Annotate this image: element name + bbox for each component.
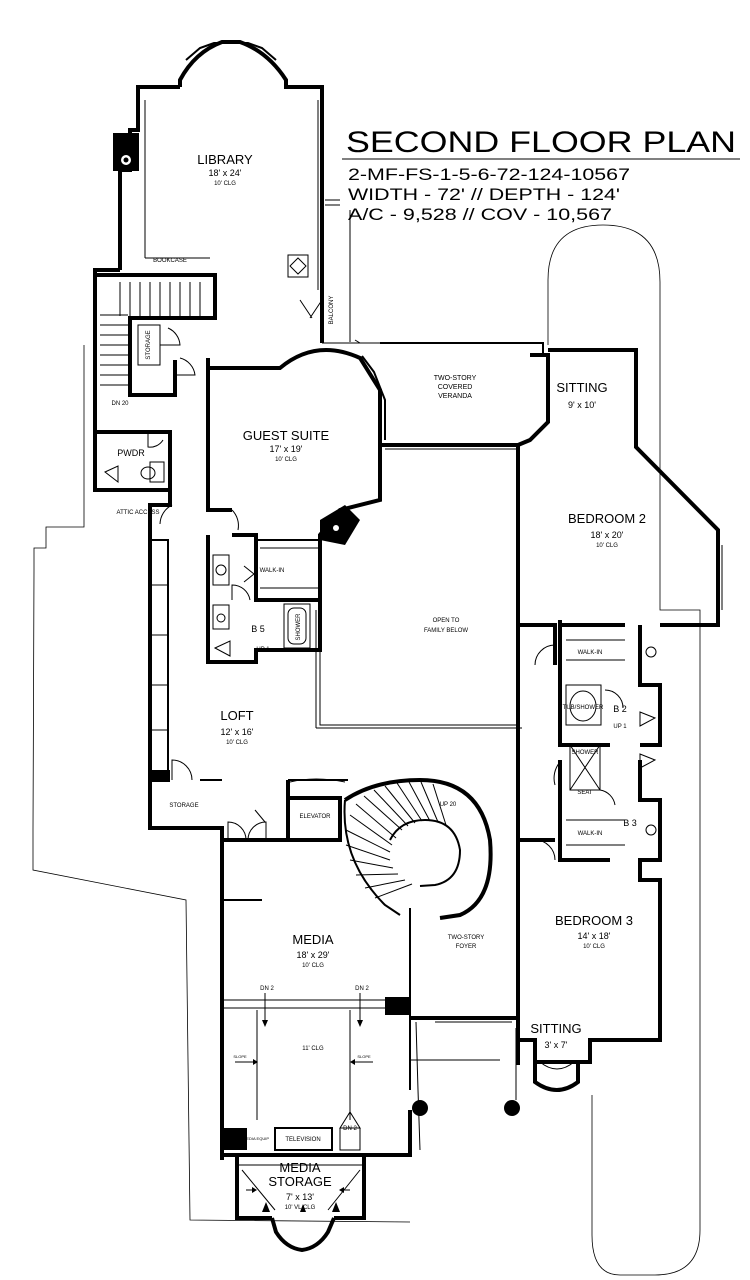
walkin-b2-label: WALK-IN bbox=[578, 650, 603, 656]
shower-b3-label: SHOWER bbox=[572, 750, 600, 756]
dn-media-right-label: DN 2 bbox=[355, 986, 369, 992]
library-name: LIBRARY bbox=[197, 152, 253, 167]
bedroom3-ceiling: 10' CLG bbox=[583, 944, 605, 950]
foyer-line1: TWO-STORY bbox=[448, 935, 484, 941]
media-storage-ceiling: 10' VL CLG bbox=[285, 1205, 316, 1211]
veranda-line2: COVERED bbox=[438, 384, 473, 391]
television-label: TELEVISION bbox=[285, 1137, 320, 1143]
media-storage-walls bbox=[235, 1155, 366, 1253]
open-to-line1: OPEN TO bbox=[433, 618, 460, 624]
dn-media-left-label: DN 2 bbox=[260, 986, 274, 992]
room-labels: LIBRARY 18' x 24' 10' CLG GUEST SUITE 17… bbox=[197, 152, 646, 1211]
library-ceiling: 10' CLG bbox=[214, 181, 236, 187]
guest-suite-ceiling: 10' CLG bbox=[275, 457, 297, 463]
sitting-upper-name: SITTING bbox=[556, 380, 607, 395]
bedroom2-ceiling: 10' CLG bbox=[596, 543, 618, 549]
up-stair-label: UP 20 bbox=[440, 802, 457, 808]
plan-title: SECOND FLOOR PLAN bbox=[346, 126, 736, 159]
shower-guest-label: SHOWER bbox=[296, 613, 302, 641]
stair-foyer bbox=[343, 777, 520, 1151]
veranda-line3: VERANDA bbox=[438, 393, 472, 400]
media-storage-size: 7' x 13' bbox=[286, 1192, 314, 1202]
pwdr-label: PWDR bbox=[117, 448, 145, 458]
foyer-line2: FOYER bbox=[456, 944, 477, 950]
bedroom2-walls bbox=[516, 348, 723, 840]
title-block: SECOND FLOOR PLAN 2-MF-FS-1-5-6-72-124-1… bbox=[342, 126, 740, 224]
media-walls bbox=[220, 899, 412, 1160]
balcony-label: BALCONY bbox=[329, 296, 335, 325]
media-ceiling: 10' CLG bbox=[302, 963, 324, 969]
bedroom2-name: BEDROOM 2 bbox=[568, 511, 646, 526]
slope-left-label: SLOPE bbox=[233, 1054, 247, 1059]
sitting-lower-size: 3' x 7' bbox=[545, 1040, 568, 1050]
plan-dimensions: WIDTH - 72' // DEPTH - 124' bbox=[348, 185, 620, 204]
b3-label: B 3 bbox=[623, 818, 637, 828]
bookcase-label: BOOKCASE bbox=[153, 258, 187, 264]
b5-label: B 5 bbox=[251, 624, 265, 634]
loft-size: 12' x 16' bbox=[221, 727, 254, 737]
minor-labels: PWDR STORAGE STORAGE ATTIC ACCESS WALK-I… bbox=[111, 258, 636, 1143]
bedroom3-walls bbox=[518, 620, 662, 1092]
seat-label: SEAT bbox=[577, 790, 593, 796]
media-size: 18' x 29' bbox=[297, 950, 330, 960]
slope-right-label: SLOPE bbox=[357, 1054, 371, 1059]
elevator-label: ELEVATOR bbox=[299, 814, 331, 820]
tub-shower-label: TUB/SHOWER bbox=[563, 705, 604, 711]
up-b2-label: UP 1 bbox=[613, 724, 627, 730]
veranda-line1: TWO-STORY bbox=[434, 375, 477, 382]
library-walls bbox=[113, 40, 340, 343]
plan-code: 2-MF-FS-1-5-6-72-124-10567 bbox=[348, 165, 630, 184]
dn-stair-label: DN 20 bbox=[111, 401, 129, 407]
open-to-walls bbox=[315, 445, 522, 729]
loft-ceiling: 10' CLG bbox=[226, 740, 248, 746]
loft-walls bbox=[148, 490, 348, 1160]
upper-left-block bbox=[93, 268, 217, 492]
b2-label: B 2 bbox=[613, 704, 627, 714]
sitting-upper-size: 9' x 10' bbox=[568, 400, 596, 410]
bedroom3-size: 14' x 18' bbox=[578, 931, 611, 941]
loft-name: LOFT bbox=[220, 708, 253, 723]
bedroom2-size: 18' x 20' bbox=[591, 530, 624, 540]
bedroom3-name: BEDROOM 3 bbox=[555, 913, 633, 928]
media-storage-line2: STORAGE bbox=[268, 1174, 332, 1189]
attic-access-label: ATTIC ACCESS bbox=[117, 510, 160, 516]
storage-upper-label: STORAGE bbox=[146, 330, 152, 359]
storage-loft-label: STORAGE bbox=[169, 803, 198, 809]
up-guest-label: UP 1 bbox=[256, 647, 270, 653]
site-outline bbox=[32, 224, 701, 1276]
walkin-b3-label: WALK-IN bbox=[578, 831, 603, 837]
sitting-lower-name: SITTING bbox=[530, 1021, 581, 1036]
guest-suite-size: 17' x 19' bbox=[270, 444, 303, 454]
media-name: MEDIA bbox=[292, 932, 334, 947]
walkin-guest-label: WALK-IN bbox=[260, 568, 285, 574]
dn-tv-label: DN 2 bbox=[343, 1126, 357, 1132]
guest-suite-name: GUEST SUITE bbox=[243, 428, 330, 443]
media-storage-line1: MEDIA bbox=[279, 1160, 321, 1175]
veranda-walls bbox=[322, 210, 550, 450]
media-inner-ceiling: 11' CLG bbox=[302, 1046, 324, 1052]
library-size: 18' x 24' bbox=[209, 168, 242, 178]
media-eq-label: MEDIA EQUIP bbox=[243, 1136, 269, 1141]
open-to-line2: FAMILY BELOW bbox=[424, 628, 468, 634]
plan-area: A/C - 9,528 // COV - 10,567 bbox=[348, 205, 612, 224]
